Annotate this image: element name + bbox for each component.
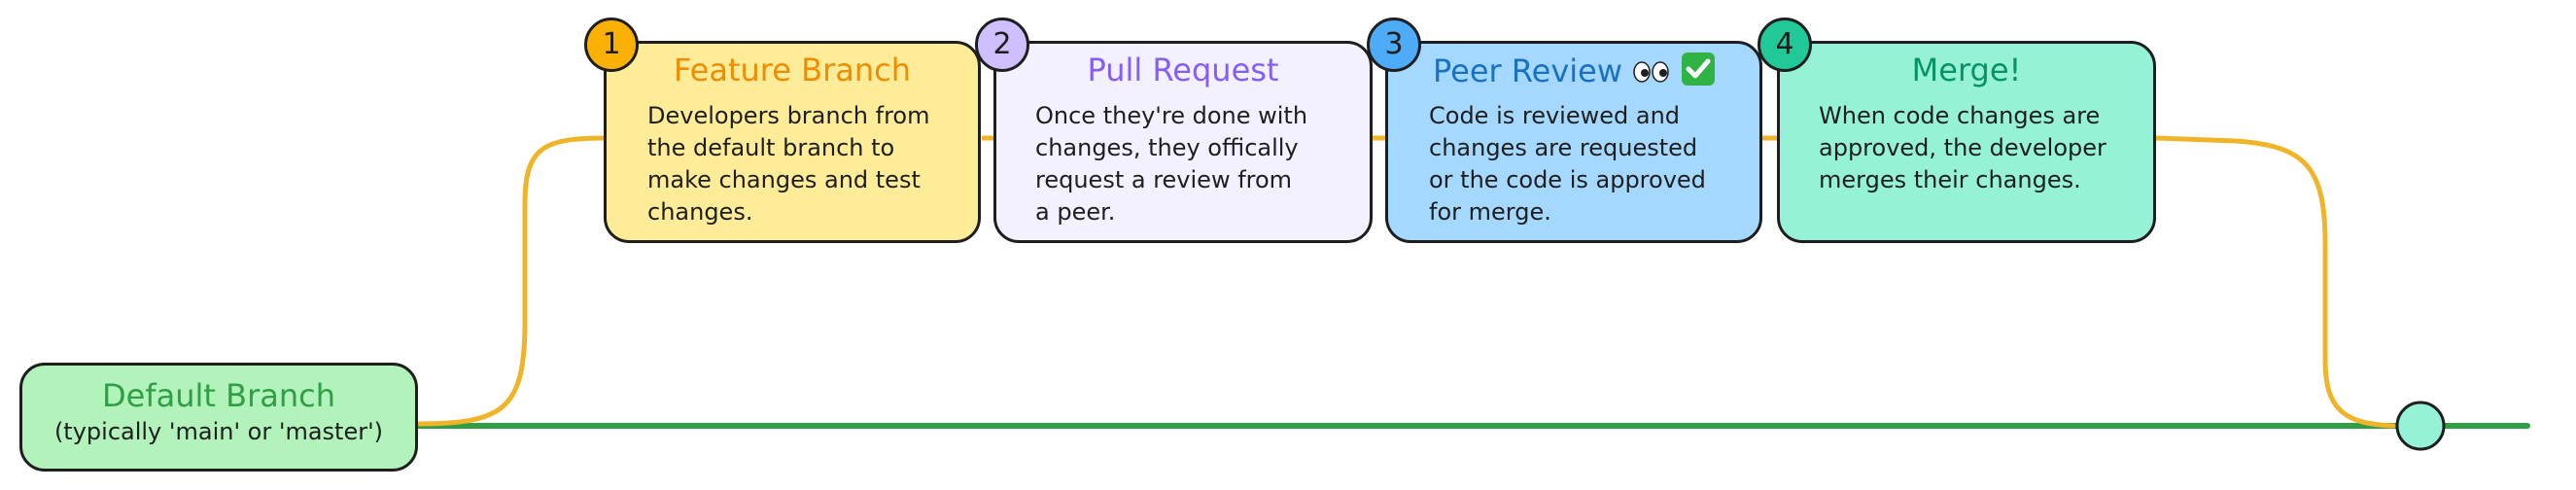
feature-branch-body-line: make changes and test <box>647 166 921 193</box>
default-branch-box: Default Branch (typically 'main' or 'mas… <box>19 363 418 472</box>
pull-request-body-line: Once they're done with <box>1035 102 1308 129</box>
step-4-badge: 4 <box>1758 18 1812 72</box>
peer-review-body-line: Code is reviewed and <box>1429 102 1681 129</box>
pull-request-body-line: a peer. <box>1035 198 1116 226</box>
pull-request-box: Pull Request Once they're done with chan… <box>993 41 1373 243</box>
merge-node-icon <box>2395 401 2446 451</box>
merge-title: Merge! <box>1911 52 2022 88</box>
merge-body-line: merges their changes. <box>1819 166 2081 193</box>
peer-review-body-line: changes are requested <box>1429 134 1698 161</box>
step-2-badge: 2 <box>975 18 1029 72</box>
merge-body-line: approved, the developer <box>1819 134 2106 161</box>
pull-request-title: Pull Request <box>1087 52 1279 88</box>
pull-request-body-line: changes, they offically <box>1035 134 1299 161</box>
feature-branch-body-line: Developers branch from <box>647 102 930 129</box>
peer-review-title: Peer Review <box>1433 52 1623 89</box>
feature-branch-title: Feature Branch <box>674 52 911 88</box>
branch-out-line <box>415 135 610 427</box>
step-1-badge: 1 <box>584 18 639 72</box>
default-branch-title: Default Branch <box>102 377 335 414</box>
feature-branch-body-line: the default branch to <box>647 134 895 161</box>
check-mark-icon <box>1681 52 1716 94</box>
peer-review-title-row: Peer Review <box>1433 52 1759 94</box>
peer-review-box: Peer Review Code is reviewed and changes… <box>1385 41 1762 243</box>
merge-back-line <box>2153 135 2396 429</box>
eyes-icon <box>1632 54 1671 91</box>
pull-request-body-line: request a review from <box>1035 166 1293 193</box>
feature-branch-box: Feature Branch Developers branch from th… <box>604 41 981 243</box>
peer-review-body-line: for merge. <box>1429 198 1551 226</box>
peer-review-body-line: or the code is approved <box>1429 166 1706 193</box>
merge-body-line: When code changes are <box>1819 102 2101 129</box>
step-3-badge: 3 <box>1367 18 1421 72</box>
feature-branch-body-line: changes. <box>647 198 753 226</box>
merge-box: Merge! When code changes are approved, t… <box>1777 41 2156 243</box>
default-branch-subtitle: (typically 'main' or 'master') <box>53 418 384 445</box>
